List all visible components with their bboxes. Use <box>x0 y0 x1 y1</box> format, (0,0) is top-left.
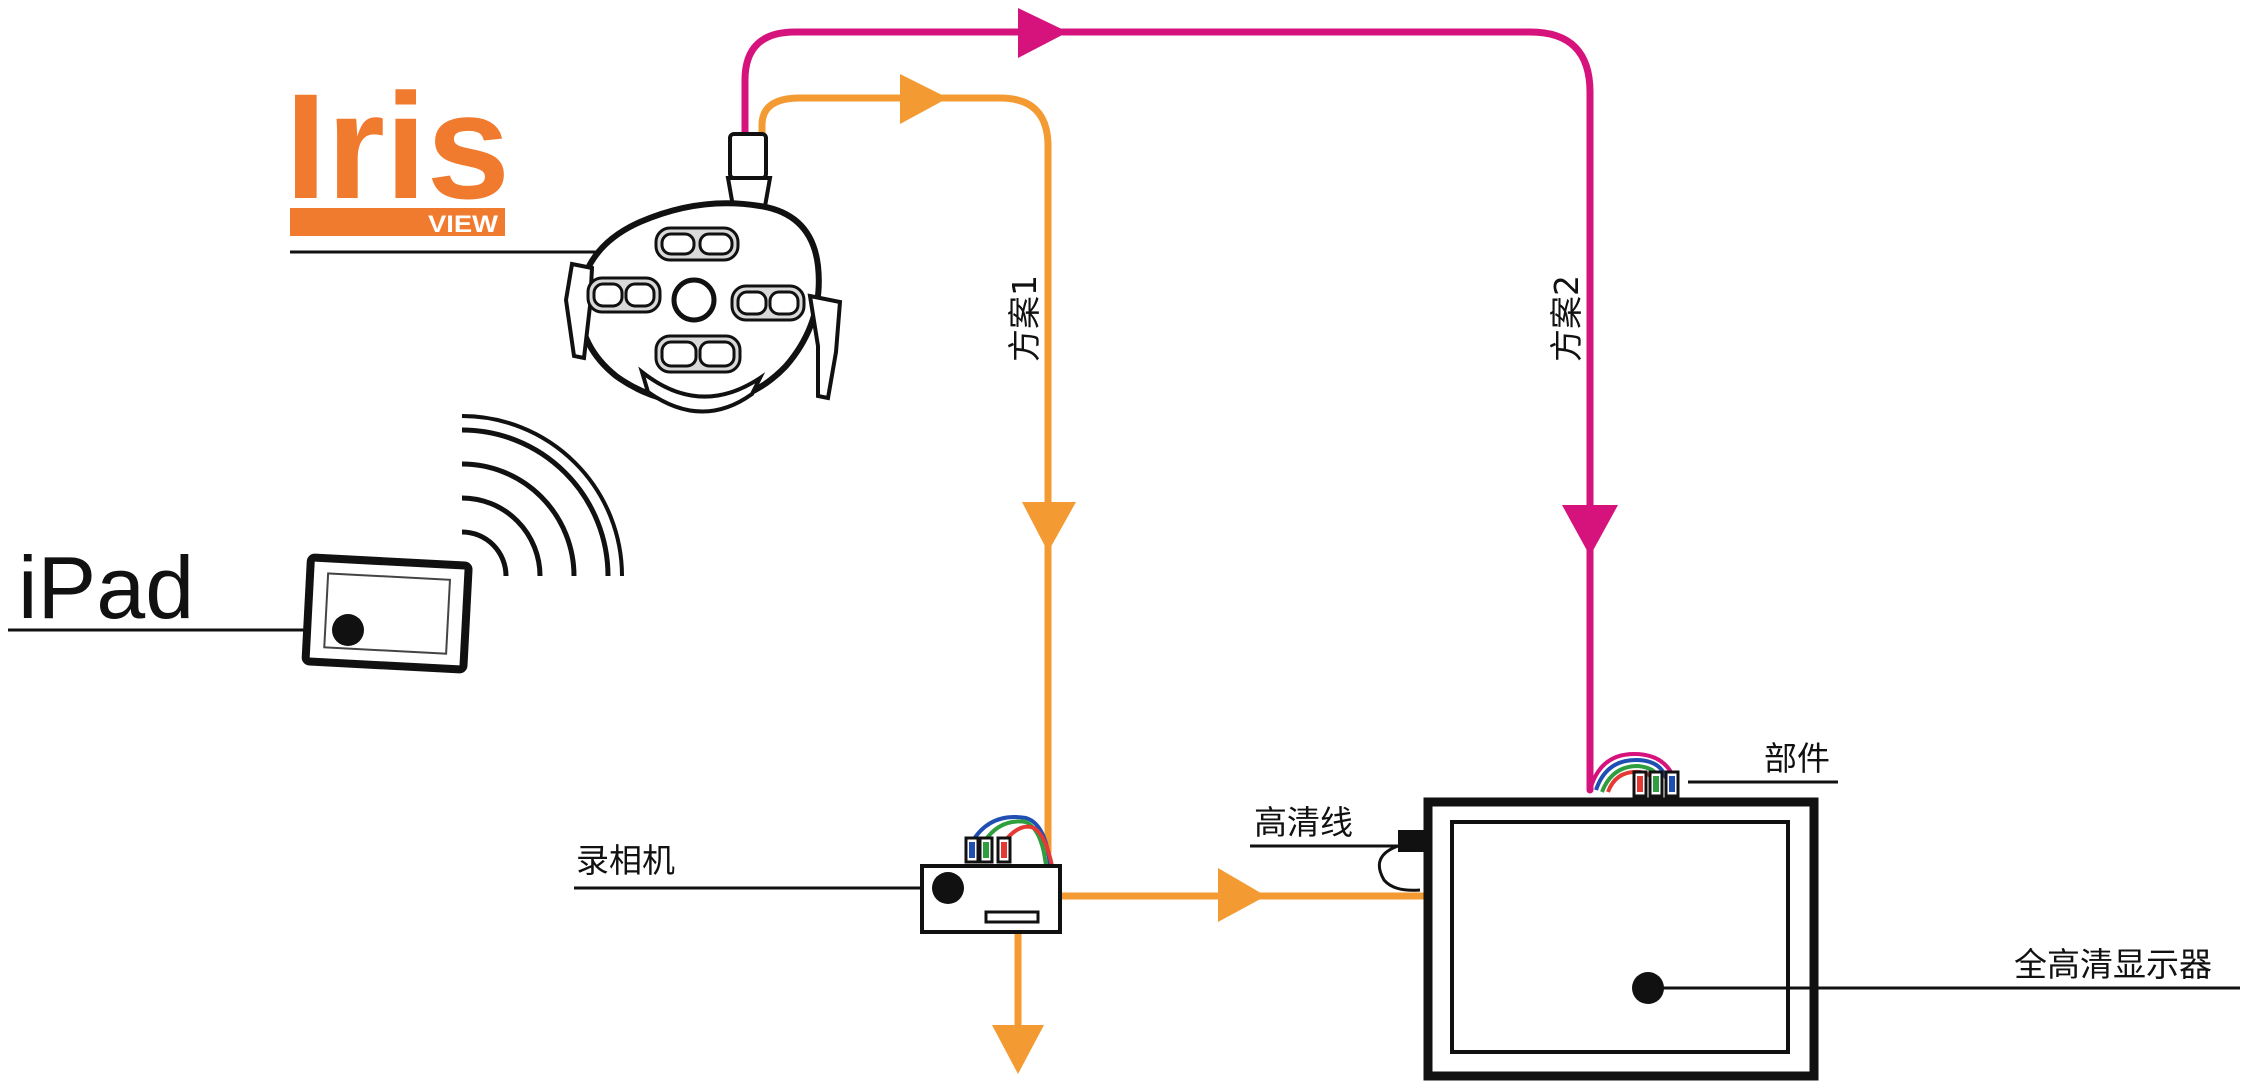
logo-sub-text: VIEW <box>428 211 498 238</box>
hdmi-cable-label: 高清线 <box>1254 803 1353 842</box>
rgb-connector-icon <box>964 836 1012 864</box>
hdmi-plug-icon <box>1377 830 1424 892</box>
option1-arrow-down <box>1022 502 1076 552</box>
wifi-icon <box>461 414 624 577</box>
recorder-output-arrow <box>992 1025 1044 1074</box>
recorder-to-monitor-arrow <box>1218 868 1266 922</box>
option1-line <box>758 94 1052 856</box>
option1-path <box>758 74 1424 1074</box>
recorder-connector-wires <box>970 815 1054 867</box>
display-label: 全高清显示器 <box>2014 945 2212 984</box>
logo-sub-bar <box>290 208 505 236</box>
option1-arrow-right <box>900 74 948 124</box>
parts-label: 部件 <box>1764 739 1830 778</box>
option2-label: 方案2 <box>1547 275 1586 362</box>
recorder-group: 录相机 <box>574 815 1062 934</box>
logo-brand-text: Iris <box>285 62 510 230</box>
display-leader-dot <box>1632 972 1664 1004</box>
recorder-leader-dot <box>932 872 964 904</box>
option2-arrow-right <box>1018 8 1068 58</box>
recorder-label: 录相机 <box>576 841 675 880</box>
rgb-connector-icon <box>1632 770 1680 798</box>
monitor-group: 高清线 部件 全高清显示器 <box>1250 739 2240 1081</box>
option2-arrow-down <box>1562 505 1618 556</box>
option1-label: 方案1 <box>1005 275 1044 362</box>
ipad-leader-dot <box>332 614 364 646</box>
iris-view-logo: Iris VIEW <box>285 62 644 266</box>
option2-line <box>741 28 1594 794</box>
tablet-icon <box>301 553 473 674</box>
option2-path <box>741 8 1618 794</box>
ipad-group: iPad <box>8 538 473 674</box>
dental-lamp-icon <box>563 132 843 414</box>
monitor-icon <box>1423 797 1819 1081</box>
ipad-label: iPad <box>18 538 194 637</box>
